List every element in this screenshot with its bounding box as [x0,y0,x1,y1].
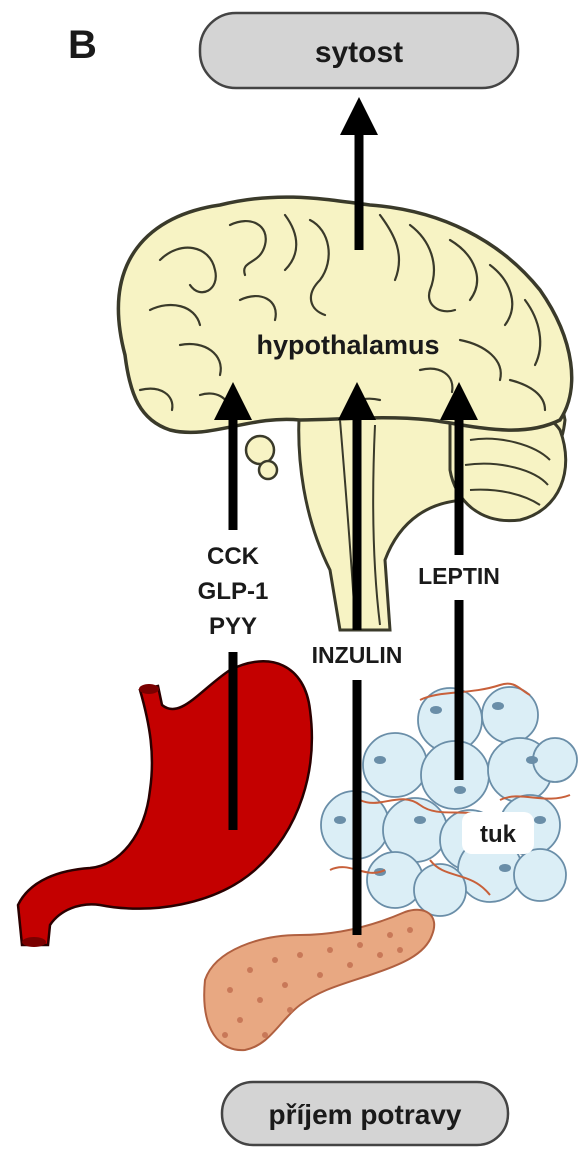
panel-label: B [68,23,97,67]
arrowhead-satiety [340,97,378,135]
gut-hormone-labels: CCK GLP-1 PYY [198,543,269,640]
hypothalamus-label: hypothalamus [256,330,439,360]
food-intake-label: příjem potravy [269,1099,462,1130]
signal-insulin: INZULIN [312,642,403,668]
satiety-node: sytost [200,13,518,88]
signal-cck: CCK [207,543,260,570]
satiety-label: sytost [315,36,403,69]
signal-glp1: GLP-1 [198,578,269,605]
fat-label: tuk [480,821,517,848]
food-intake-node: příjem potravy [222,1082,508,1145]
pancreas-icon [204,910,434,1050]
signal-pyy: PYY [209,613,257,640]
signal-leptin: LEPTIN [418,563,500,589]
stomach-icon [18,661,312,947]
